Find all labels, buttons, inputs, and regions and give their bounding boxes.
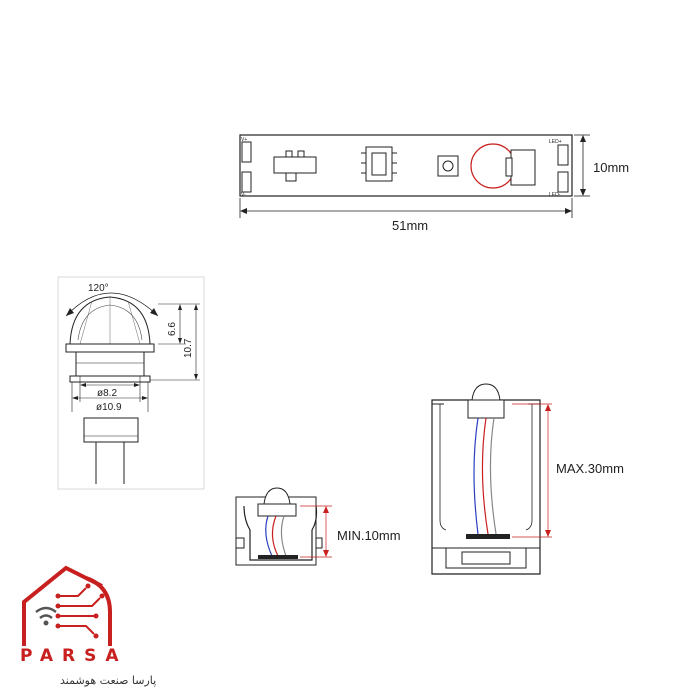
- sensor-frame: [57, 276, 205, 490]
- pad-label-led-minus: LED-: [549, 192, 561, 198]
- sensor-side-view: 120° 6.6 10.7 ø8.2 ø10.9: [57, 276, 205, 490]
- profile-small-pcb: [258, 555, 298, 559]
- pad-v-minus: [241, 171, 252, 193]
- ic-chip: [361, 146, 397, 182]
- pad-led-plus: [557, 144, 569, 166]
- profile-large-sensor: [471, 383, 501, 401]
- pad-led-minus: [557, 171, 569, 193]
- sensor-flange: [65, 343, 155, 353]
- sensor-holder: [505, 149, 536, 186]
- transistor-component: [273, 150, 317, 182]
- pad-v-plus: [241, 141, 252, 163]
- pcb-width-label: 51mm: [392, 218, 428, 233]
- pad-label-v-minus: V-: [241, 192, 246, 198]
- dia-10-9-label: ø10.9: [96, 402, 122, 413]
- sensor-body: [75, 351, 145, 377]
- dia-8-2-label: ø8.2: [97, 388, 117, 399]
- dim-10-7-label: 10.7: [183, 338, 194, 358]
- dim-6-6-label: 6.6: [167, 322, 178, 336]
- profile-large-pcb: [466, 534, 510, 539]
- pcb-height-label: 10mm: [593, 160, 629, 175]
- pad-label-led-plus: LED+: [549, 139, 562, 145]
- profile-small-view: MIN.10mm: [235, 487, 401, 566]
- pcb-top-view: V+ V- LED+ LED-: [239, 134, 629, 233]
- brand-name: PARSA: [20, 646, 128, 666]
- profile-large-label: MAX.30mm: [556, 461, 624, 476]
- brand-tagline: پارسا صنعت هوشمند: [60, 674, 157, 687]
- brand-logo: [22, 565, 112, 646]
- profile-small-sensor: [263, 487, 291, 505]
- potentiometer: [437, 155, 459, 177]
- profile-large-view: MAX.30mm: [431, 383, 624, 575]
- pad-label-v-plus: V+: [241, 137, 247, 143]
- profile-small-label: MIN.10mm: [337, 528, 401, 543]
- angle-arc: [65, 292, 159, 317]
- angle-label: 120°: [88, 283, 109, 294]
- sensor-pin-base: [83, 417, 139, 443]
